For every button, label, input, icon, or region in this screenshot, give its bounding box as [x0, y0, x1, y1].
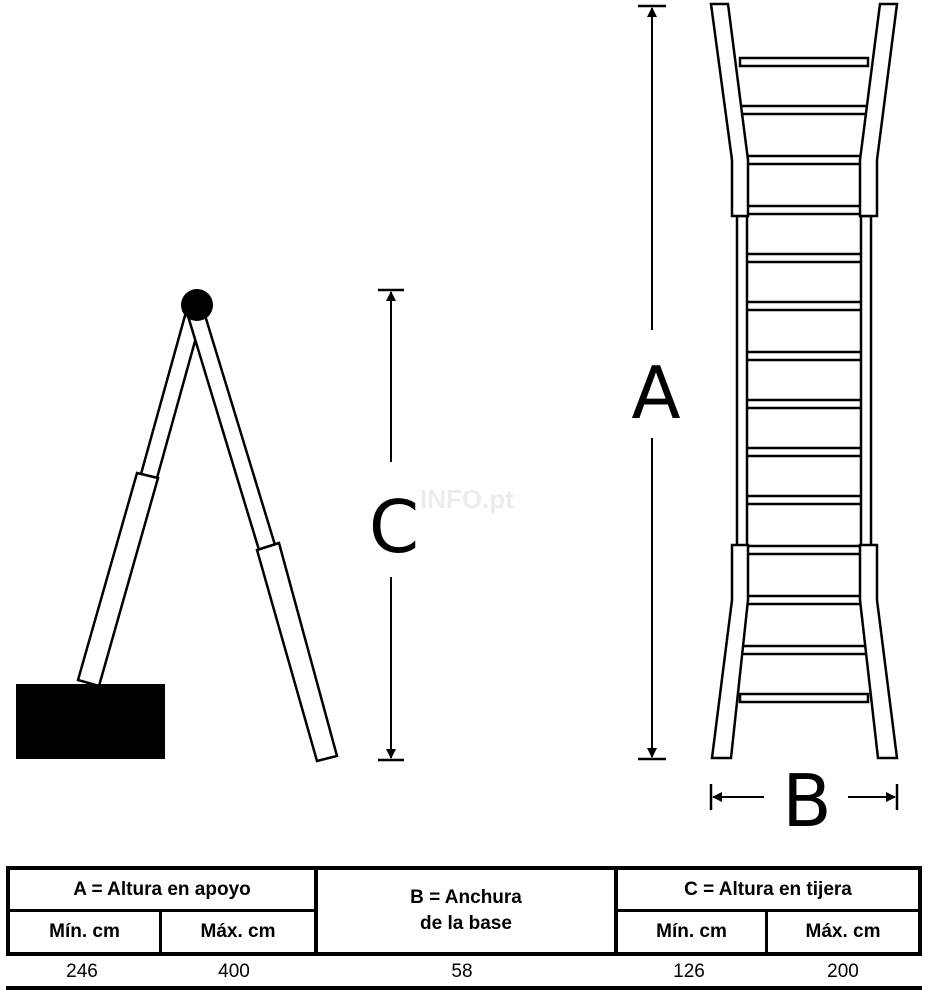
bottom-rail-left — [710, 543, 750, 760]
top-rail-left — [709, 2, 750, 218]
watermark-text: INFO.pt — [420, 484, 514, 514]
group-c-header: C = Altura en tijera Mín. cm Máx. cm — [618, 870, 918, 952]
group-b-title-line1: B = Anchura — [410, 887, 522, 908]
table-values-row: 246 400 58 126 200 — [6, 958, 922, 990]
group-b-header: B = Anchura de la base — [314, 870, 618, 952]
top-rail-right — [858, 2, 899, 218]
group-b-title-line2: de la base — [420, 913, 512, 934]
group-a-max-label: Máx. cm — [200, 921, 276, 942]
bottom-rail-right — [858, 543, 899, 760]
value-c-min: 126 — [673, 961, 705, 982]
value-a-max: 400 — [218, 961, 250, 982]
ladder-rung — [738, 398, 870, 410]
group-a-min-label: Mín. cm — [10, 912, 162, 952]
right-leg-lower — [255, 541, 339, 763]
ladder-rung — [738, 594, 870, 606]
group-c-max-label: Máx. cm — [805, 921, 881, 942]
table-header: A = Altura en apoyo Mín. cm Máx. cm B = … — [6, 866, 922, 956]
ladder-rung — [738, 350, 870, 362]
ladder-rung — [738, 494, 870, 506]
dimension-a: A — [631, 4, 681, 761]
ladder-rung — [738, 252, 870, 264]
ladder-rung — [738, 644, 870, 656]
ladder-rung — [738, 204, 870, 216]
ladder-rung — [738, 104, 870, 116]
scissor-ladder-illustration — [16, 289, 339, 763]
middle-rail-left — [735, 214, 749, 548]
group-c-min-label: Mín. cm — [618, 912, 768, 952]
ladder-rung — [738, 544, 870, 556]
value-b: 58 — [451, 961, 473, 982]
value-a-min: 246 — [66, 961, 98, 982]
ladder-rung — [738, 692, 870, 704]
label-b: B — [782, 759, 831, 843]
left-leg-lower — [76, 471, 160, 688]
straight-ladder-illustration — [709, 2, 899, 760]
group-c-title: C = Altura en tijera — [618, 870, 918, 912]
label-a: A — [631, 351, 680, 435]
hinge-knob — [181, 289, 213, 321]
ladder-rung — [738, 446, 870, 458]
right-leg-upper — [186, 310, 277, 552]
label-c: C — [369, 485, 419, 569]
left-leg-upper — [139, 310, 204, 480]
dimension-c: C — [369, 288, 419, 762]
ladder-rung — [738, 300, 870, 312]
ladder-diagram: INFO.pt C A B — [16, 2, 899, 843]
group-a-title: A = Altura en apoyo — [10, 870, 314, 912]
specifications-table: A = Altura en apoyo Mín. cm Máx. cm B = … — [6, 866, 922, 994]
group-b-title: B = Anchura de la base — [318, 870, 614, 952]
value-c-max: 200 — [827, 961, 859, 982]
middle-rail-right — [859, 214, 873, 548]
group-a-header: A = Altura en apoyo Mín. cm Máx. cm — [10, 870, 314, 952]
base-block — [16, 684, 165, 759]
dimension-b: B — [709, 759, 899, 843]
ladder-rung — [738, 154, 870, 166]
ladder-rung — [738, 56, 870, 68]
